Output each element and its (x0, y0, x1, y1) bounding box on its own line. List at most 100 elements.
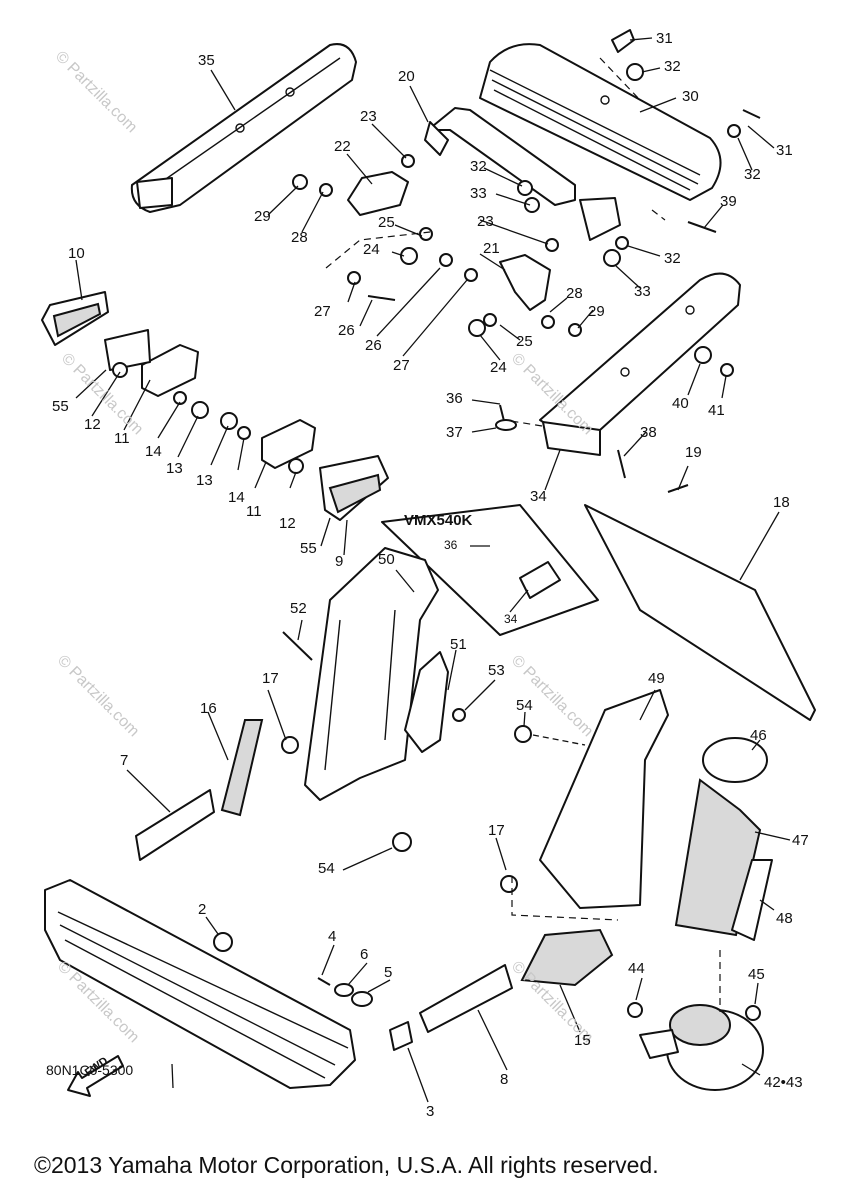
vmx540k-inset (381, 504, 599, 636)
part-16-vent (220, 719, 264, 817)
part-label: 7 (120, 752, 129, 769)
part-label: 52 (290, 600, 307, 617)
part-label: 42•43 (764, 1074, 803, 1091)
part-label: 39 (720, 193, 737, 210)
part-label: 36 (444, 538, 458, 552)
part-label: 23 (360, 108, 377, 125)
part-label: 45 (748, 966, 765, 983)
part-label: 11 (246, 503, 262, 520)
part-label: 36 (446, 390, 463, 407)
part-15-vent (520, 928, 614, 987)
part-label: 14 (145, 443, 162, 460)
part-50-side-panel (304, 547, 439, 801)
part-label: 40 (672, 395, 689, 412)
part-label: 55 (52, 398, 69, 415)
part-label: 13 (196, 472, 213, 489)
part-label: 27 (393, 357, 410, 374)
part-label: 18 (773, 494, 790, 511)
part-11-block-b (261, 419, 316, 469)
part-30-upper-housing (479, 43, 722, 201)
part-label: 34 (504, 612, 518, 626)
part-label: 14 (228, 489, 245, 506)
part-7-decal (135, 789, 215, 861)
diagram-code: 80N1C0-5300 (46, 1062, 134, 1078)
part-label: 3 (426, 1103, 435, 1120)
part-label: 9 (335, 553, 344, 570)
part-label: 16 (200, 700, 217, 717)
part-label: 31 (656, 30, 673, 47)
part-42-43-assembly (639, 1004, 764, 1091)
part-label: 33 (634, 283, 651, 300)
variant-label: VMX540K (404, 512, 473, 529)
part-label: 54 (318, 860, 335, 877)
part-label: 15 (574, 1032, 591, 1049)
part-label: 28 (291, 229, 308, 246)
part-label: 5 (384, 964, 393, 981)
part-55-gasket (104, 329, 151, 371)
part-label: 12 (84, 416, 101, 433)
part-label: 8 (500, 1071, 509, 1088)
part-label: 50 (378, 551, 395, 568)
part-label: 32 (744, 166, 761, 183)
part-label: 13 (166, 460, 183, 477)
part-label: 47 (792, 832, 809, 849)
part-label: 2 (198, 901, 207, 918)
part-34-rail (539, 272, 741, 456)
part-label: 41 (708, 402, 725, 419)
part-11-block-a (141, 344, 199, 397)
part-label: 24 (363, 241, 380, 258)
part-46-cap (702, 737, 768, 783)
part-label: 6 (360, 946, 369, 963)
part-label: 29 (588, 303, 605, 320)
part-48-decal (731, 859, 773, 941)
part-label: 31 (776, 142, 793, 159)
part-label: 12 (279, 515, 296, 532)
part-label: 48 (776, 910, 793, 927)
part-label: 32 (470, 158, 487, 175)
part-label: 24 (490, 359, 507, 376)
part-label: 34 (530, 488, 547, 505)
part-label: 4 (328, 928, 337, 945)
part-label: 51 (450, 636, 467, 653)
part-label: 55 (300, 540, 317, 557)
part-label: 17 (488, 822, 505, 839)
part-8-strip (419, 964, 513, 1033)
part-label: 26 (365, 337, 382, 354)
part-label: 38 (640, 424, 657, 441)
part-label: 25 (378, 214, 395, 231)
part-label: 17 (262, 670, 279, 687)
part-label: 53 (488, 662, 505, 679)
part-label: 37 (446, 424, 463, 441)
part-49-side-panel (539, 689, 669, 909)
part-label: 20 (398, 68, 415, 85)
front-bumper (44, 879, 356, 1089)
part-label: 10 (68, 245, 85, 262)
part-label: 49 (648, 670, 665, 687)
part-label: 35 (198, 52, 215, 69)
part-label: 26 (338, 322, 355, 339)
part-35-rail (130, 43, 357, 213)
part-label: 23 (477, 213, 494, 230)
part-label: 19 (685, 444, 702, 461)
part-label: 44 (628, 960, 645, 977)
part-20-bracket (424, 107, 621, 241)
leader-lines (75, 37, 791, 1103)
part-label: 21 (483, 240, 500, 257)
part-21-bracket (499, 254, 551, 311)
part-label: 32 (664, 250, 681, 267)
part-label: 32 (664, 58, 681, 75)
part-label: 54 (516, 697, 533, 714)
part-18-panel (584, 504, 816, 721)
fwd-arrow (67, 1055, 124, 1097)
copyright-notice: ©2013 Yamaha Motor Corporation, U.S.A. A… (34, 1152, 659, 1178)
part-label: 28 (566, 285, 583, 302)
part-label: 46 (750, 727, 767, 744)
part-51-cover (404, 651, 449, 753)
part-22-bracket (347, 171, 409, 216)
part-label: 25 (516, 333, 533, 350)
part-label: 33 (470, 185, 487, 202)
part-label: 30 (682, 88, 699, 105)
fasteners (112, 29, 761, 493)
part-label: 22 (334, 138, 351, 155)
